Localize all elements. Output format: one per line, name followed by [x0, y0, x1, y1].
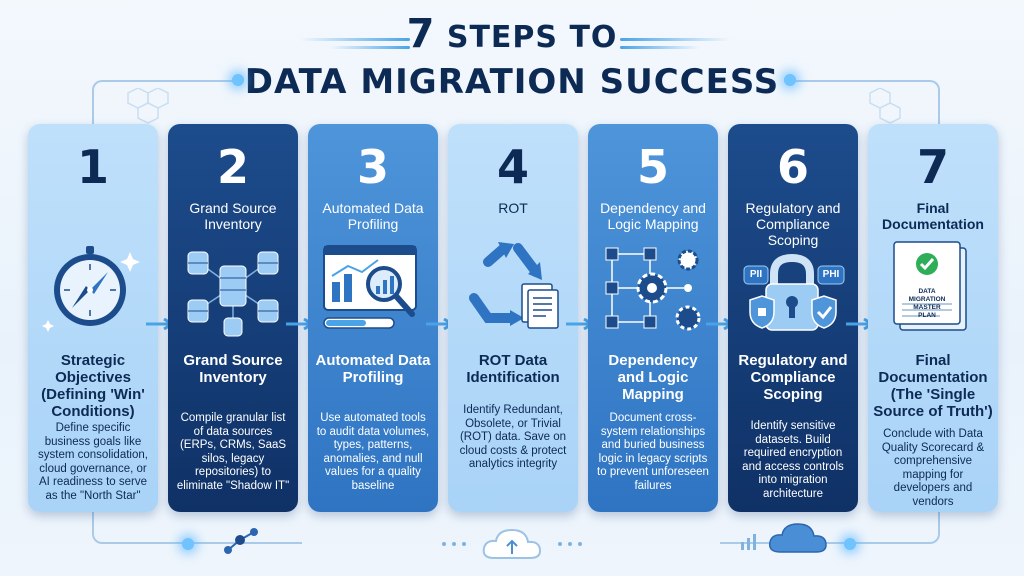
decor-streak: [620, 38, 730, 41]
frame-line-bottom: [720, 510, 940, 544]
step-card-3: 3 Automated Data Profiling Automated Dat…: [308, 124, 438, 512]
step-title: Dependency and Logic Mapping: [608, 352, 698, 403]
step-top-title: ROT: [498, 200, 528, 216]
dots-decor-icon: [558, 542, 582, 546]
decor-streak: [330, 46, 410, 49]
frame-line-bottom: [92, 510, 302, 544]
glow-dot: [844, 538, 856, 550]
frame-line-top: [790, 80, 940, 126]
glow-dot: [784, 74, 796, 86]
icon-wrapper: [168, 232, 298, 342]
icon-wrapper: PII PHI: [728, 246, 858, 356]
step-number: 7: [916, 140, 949, 194]
step-description: Identify Redundant, Obsolete, or Trivial…: [459, 404, 567, 470]
step-description: Use automated tools to audit data volume…: [316, 412, 430, 492]
step-description: Define specific business goals like syst…: [38, 422, 148, 502]
cloud-icon: [768, 523, 827, 553]
cloud-upload-icon: [482, 528, 542, 559]
master-plan-document-icon: [893, 241, 967, 331]
hexagon-decor-icon: [127, 88, 169, 124]
step-number: 4: [496, 140, 529, 194]
network-gears-icon: [605, 247, 701, 331]
dots-decor-icon: [442, 542, 466, 546]
icon-wrapper: DATA MIGRATION MASTER PLAN: [868, 236, 998, 346]
title-block: 7 STEPS TO DATA MIGRATION SUCCESS: [0, 14, 1024, 104]
pii-badge: PII: [749, 269, 763, 280]
step-title: Automated Data Profiling: [315, 352, 431, 386]
frame-line-top: [92, 80, 242, 126]
step-card-7: 7 Final Documentation DATA MIGRATION MAS…: [868, 124, 998, 512]
step-number: 6: [776, 140, 809, 194]
step-title: Grand Source Inventory: [183, 352, 283, 386]
title-line1: 7 STEPS TO: [0, 14, 1024, 58]
step-top-title: Dependency and Logic Mapping: [600, 200, 706, 232]
step-number: 1: [76, 140, 109, 194]
step-title: Strategic Objectives (Defining 'Win' Con…: [41, 352, 145, 420]
padlock-shield-icon: [743, 253, 845, 331]
icon-wrapper: [448, 232, 578, 342]
step-card-6: 6 Regulatory and Compliance Scoping PII …: [728, 124, 858, 512]
step-card-5: 5 Dependency and Logic Mapping Dependenc…: [588, 124, 718, 512]
step-description: Identify sensitive datasets. Build requi…: [742, 420, 844, 500]
document-label: DATA MIGRATION MASTER PLAN: [908, 288, 946, 319]
step-top-title: Final Documentation: [882, 200, 984, 232]
hexagon-decor-icon: [869, 88, 901, 124]
title-number: 7: [406, 11, 436, 57]
step-number: 2: [216, 140, 249, 194]
step-description: Compile granular list of data sources (E…: [176, 412, 290, 492]
step-top-title: Regulatory and Compliance Scoping: [745, 200, 841, 248]
step-number: 3: [356, 140, 389, 194]
recycle-documents-icon: [469, 242, 559, 329]
step-number: 5: [636, 140, 669, 194]
title-text-line1: STEPS TO: [446, 20, 618, 55]
step-card-1: 1 Strategic Objectives (Defining 'Win' C…: [28, 124, 158, 512]
step-top-title: Grand Source Inventory: [189, 200, 277, 232]
step-title: Final Documentation (The 'Single Source …: [873, 352, 993, 420]
step-description: Conclude with Data Quality Scorecard & c…: [881, 428, 985, 508]
database-cluster-icon: [187, 251, 279, 337]
bar-chart-decor-icon: [741, 534, 756, 550]
step-title: Regulatory and Compliance Scoping: [738, 352, 848, 403]
chart-magnifier-icon: [323, 245, 417, 329]
page-title: DATA MIGRATION SUCCESS: [244, 62, 780, 102]
phi-badge: PHI: [822, 269, 840, 280]
network-nodes-icon: [224, 528, 258, 554]
compass-icon: [42, 246, 140, 332]
step-title: ROT Data Identification: [466, 352, 560, 386]
icon-wrapper: [588, 232, 718, 342]
glow-dot: [232, 74, 244, 86]
decor-streak: [300, 38, 410, 41]
step-card-2: 2 Grand Source Inventory Grand: [168, 124, 298, 512]
glow-dot: [182, 538, 194, 550]
icon-wrapper: [308, 232, 438, 342]
step-card-4: 4 ROT ROT Data Identification Identify R…: [448, 124, 578, 512]
step-top-title: Automated Data Profiling: [322, 200, 424, 232]
decor-streak: [620, 46, 700, 49]
icon-wrapper: [28, 232, 158, 342]
step-description: Document cross-system relationships and …: [597, 412, 709, 492]
